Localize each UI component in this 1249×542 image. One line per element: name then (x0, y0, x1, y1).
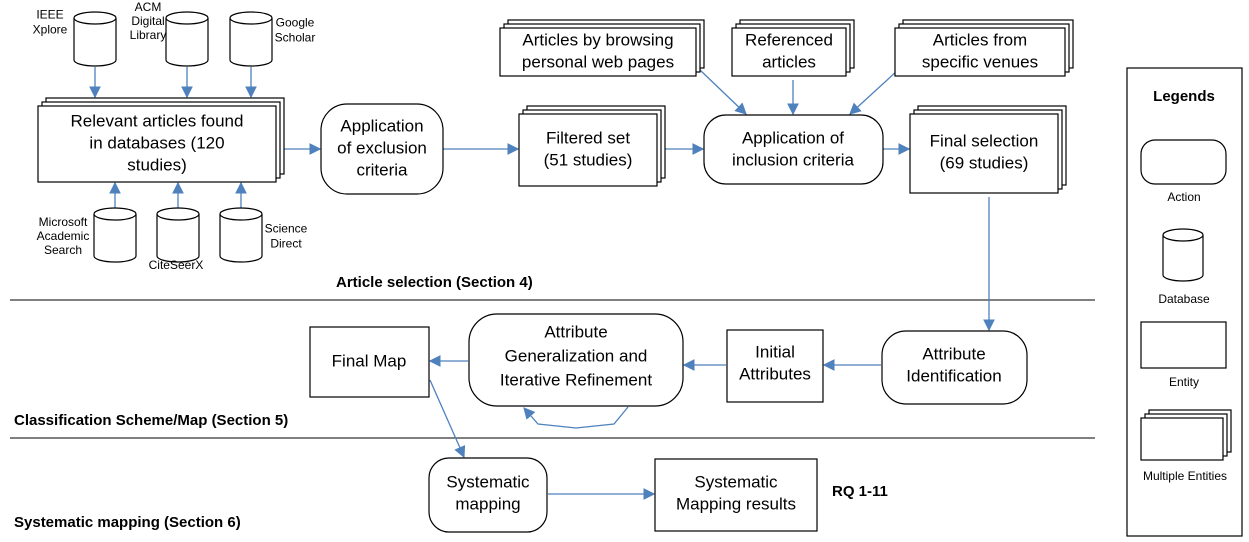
relevant-articles-text-line-2: in databases (120 (89, 133, 224, 152)
legend-action-shape (1140, 139, 1227, 185)
legend-entity-label: Entity (1169, 375, 1199, 389)
exclusion-criteria-text-line-2: of exclusion (337, 138, 427, 157)
filtered-set-text-line-2: (51 studies) (544, 150, 633, 169)
microsoft-label-line-3: Search (44, 243, 82, 257)
legend-database-shape-rim (1162, 234, 1204, 242)
ieee-database (73, 11, 117, 67)
attribute-identification-action (881, 330, 1028, 405)
relevant-articles-box (37, 105, 277, 183)
google-label-line-2: Scholar (275, 31, 316, 45)
google-label-line-1: Google (276, 16, 315, 30)
systematic-results-box (654, 458, 818, 532)
attribute-identification-text-line-1: Attribute (922, 344, 985, 363)
systematic-mapping-action (428, 457, 548, 533)
generalization-text-line-3: Iterative Refinement (500, 370, 652, 389)
google-database (229, 11, 273, 67)
systematic-mapping-text-line-2: mapping (455, 494, 520, 513)
exclusion-criteria-text-line-1: Application (340, 116, 423, 135)
initial-attributes-text-line-1: Initial (755, 342, 795, 361)
microsoft-database-rim (93, 213, 137, 221)
legend-title: Legends (1153, 88, 1215, 105)
legend-database-label: Database (1158, 292, 1210, 306)
arrow-venues-to-inclusion (849, 69, 899, 115)
legend-multiple-shape (1140, 417, 1224, 461)
science-database-rim (219, 213, 263, 221)
exclusion-criteria-text-line-3: criteria (356, 160, 408, 179)
citeseer-database-rim (156, 213, 200, 221)
arrow-finalmap-to-mapping (429, 379, 466, 459)
relevant-articles-text-line-1: Relevant articles found (71, 111, 244, 130)
arrow-generalization-loop (523, 406, 629, 429)
acm-label-line-1: ACM (135, 0, 162, 14)
citeseer-database (156, 207, 200, 263)
section-systematic-mapping: Systematic mapping (Section 6) (14, 514, 241, 531)
venues-articles-box (894, 27, 1066, 77)
attribute-identification-text-line-2: Identification (906, 366, 1001, 385)
citeseer-label-line-1: CiteSeerX (149, 258, 204, 272)
final-map-text-line-1: Final Map (332, 351, 407, 370)
venues-articles-text-line-1: Articles from (933, 30, 1027, 49)
generalization-text-line-1: Attribute (544, 322, 607, 341)
filtered-set-box (518, 113, 658, 187)
systematic-results-text-line-2: Mapping results (676, 494, 796, 513)
microsoft-label-line-1: Microsoft (39, 215, 88, 229)
final-selection-text-line-2: (69 studies) (940, 153, 1029, 172)
section-article-selection: Article selection (Section 4) (336, 274, 533, 291)
arrow-browsing-to-inclusion (699, 69, 747, 115)
browsing-articles-text-line-2: personal web pages (522, 52, 674, 71)
initial-attributes-text-line-2: Attributes (739, 364, 811, 383)
legend-entity-shape (1140, 321, 1227, 369)
science-label-line-1: Science (265, 222, 308, 236)
inclusion-criteria-text-line-2: inclusion criteria (732, 150, 854, 169)
relevant-articles-text-line-3: studies) (127, 155, 187, 174)
inclusion-criteria-action (703, 114, 884, 185)
google-database-rim (229, 17, 273, 25)
systematic-mapping-text-line-1: Systematic (446, 472, 530, 491)
ieee-label-line-1: IEEE (36, 8, 63, 22)
venues-articles-text-line-2: specific venues (922, 52, 1038, 71)
generalization-text-line-2: Generalization and (505, 346, 648, 365)
final-selection-box (909, 113, 1059, 194)
rq-label: RQ 1-11 (832, 483, 888, 500)
microsoft-database (93, 207, 137, 263)
final-selection-text-line-1: Final selection (930, 131, 1039, 150)
referenced-articles-box (731, 27, 847, 77)
science-database (219, 207, 263, 263)
ieee-label-line-2: Xplore (33, 23, 68, 37)
browsing-articles-text-line-1: Articles by browsing (522, 30, 673, 49)
acm-label-line-3: Library (130, 28, 167, 42)
exclusion-criteria-action (320, 103, 444, 195)
referenced-articles-text-line-2: articles (762, 52, 816, 71)
browsing-articles-box (499, 27, 697, 77)
ieee-database-rim (73, 17, 117, 25)
legend-action-label: Action (1167, 190, 1200, 204)
science-label-line-2: Direct (270, 237, 302, 251)
legend-database-shape (1162, 228, 1204, 282)
inclusion-criteria-text-line-1: Application of (742, 128, 844, 147)
referenced-articles-text-line-1: Referenced (745, 30, 833, 49)
filtered-set-text-line-1: Filtered set (546, 128, 630, 147)
section-classification: Classification Scheme/Map (Section 5) (14, 412, 288, 429)
final-map-box (309, 326, 430, 398)
legend-multiple-label: Multiple Entities (1143, 469, 1227, 483)
acm-database (165, 11, 209, 67)
acm-label-line-2: Digital (131, 14, 164, 28)
acm-database-rim (165, 17, 209, 25)
microsoft-label-line-2: Academic (37, 229, 90, 243)
systematic-results-text-line-1: Systematic (694, 472, 778, 491)
generalization-action (468, 313, 684, 407)
initial-attributes-box (726, 329, 824, 403)
